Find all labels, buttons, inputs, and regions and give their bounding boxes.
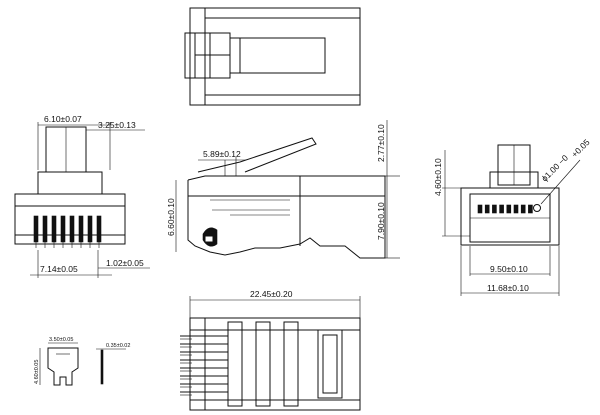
- front-pin: [78, 215, 84, 243]
- dim-right-height: 4.60±0.10: [433, 158, 443, 196]
- top-view: [184, 7, 361, 106]
- dim-right-inner-width: 9.50±0.10: [490, 264, 528, 274]
- bottom-view: 22.45±0.20: [180, 289, 361, 411]
- right-pin: [484, 204, 490, 214]
- contact-detail: 3.50±0.05 4.60±0.05 0.35±0.02: [34, 337, 130, 386]
- dim-front-pitch-total: 7.14±0.05: [40, 264, 78, 274]
- front-pin: [96, 215, 102, 243]
- dim-side-tab-len: 5.89±0.12: [203, 149, 241, 159]
- dim-right-tol-plus: +0.05: [569, 137, 591, 159]
- dim-contact-width: 3.50±0.05: [49, 337, 73, 343]
- dim-side-body-height: 7.90±0.10: [376, 202, 386, 240]
- front-pin-row: [33, 215, 102, 248]
- dim-right-outer-width: 11.68±0.10: [487, 283, 529, 293]
- front-pin: [60, 215, 66, 243]
- dim-contact-thickness: 0.35±0.02: [106, 343, 130, 349]
- dim-bottom-length: 22.45±0.20: [250, 289, 293, 299]
- bottom-contact-lines: [180, 335, 228, 396]
- right-pin-row: [477, 204, 533, 214]
- front-pin: [87, 215, 93, 243]
- right-view: 4.60±0.10 +0.05 ϕ1.00 −0 9.50±0.10 11.68…: [433, 137, 592, 296]
- side-view: 5.89±0.12 6.60±0.10 2.77±0.10 7.90±0.10: [166, 120, 400, 259]
- guide-hole: [533, 204, 541, 212]
- front-pin: [69, 215, 75, 243]
- right-pin: [520, 204, 526, 214]
- dim-side-tab-height: 2.77±0.10: [376, 124, 386, 162]
- dim-contact-height: 4.60±0.05: [34, 360, 40, 384]
- front-view: 6.10±0.07 3.25±0.13 7.14±0.05 1.02±0.05: [14, 114, 150, 278]
- dim-front-pin-offset: 1.02±0.05: [106, 258, 144, 268]
- right-pin: [499, 204, 504, 214]
- right-pin: [513, 204, 519, 214]
- right-pin: [477, 204, 483, 214]
- right-pin: [492, 204, 497, 214]
- contact-side-profile: [100, 349, 104, 385]
- dim-top-tab: 3.25±0.13: [98, 120, 136, 130]
- right-pin: [506, 204, 512, 214]
- dim-side-height: 6.60±0.10: [166, 198, 176, 236]
- front-pin: [33, 215, 39, 243]
- front-pin: [42, 215, 48, 243]
- front-pin: [51, 215, 57, 243]
- dim-right-hole: ϕ1.00 −0: [539, 153, 570, 184]
- dim-top-width: 6.10±0.07: [44, 114, 82, 124]
- right-pin: [528, 204, 533, 214]
